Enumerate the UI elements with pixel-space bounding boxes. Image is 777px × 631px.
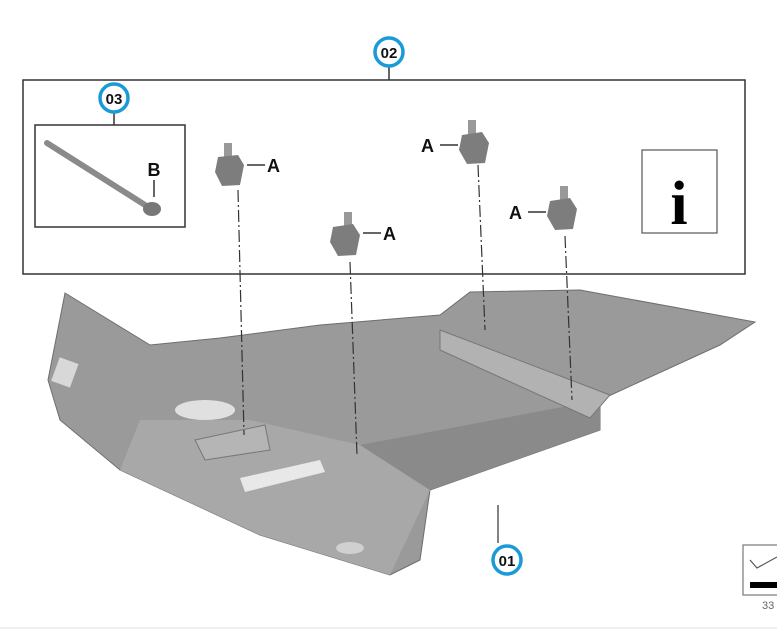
callout-03[interactable]: 03 [98,82,130,114]
svg-text:03: 03 [106,91,123,108]
nut-label-a: A [383,224,396,244]
page-number: 33 [762,600,774,612]
nut-4 [528,186,577,230]
bolt-drawing [44,140,161,216]
svg-text:i: i [670,170,687,238]
skid-plate [47,289,757,576]
nut-2 [330,212,381,256]
nut-1 [215,143,265,186]
callout-01[interactable]: 01 [491,544,523,576]
nut-label-a: A [421,136,434,156]
svg-text:02: 02 [381,45,398,62]
nut-label-a: A [509,203,522,223]
nut-3 [440,120,489,164]
assembly-lines [237,164,573,456]
bolt-box [34,124,186,228]
nut-label-a: A [267,156,280,176]
kit-box [22,79,746,275]
info-icon[interactable]: i [641,149,718,238]
bolt-label: B [148,160,161,180]
svg-text:01: 01 [499,553,516,570]
callout-02[interactable]: 02 [373,36,405,68]
diagram-thumbnail-icon[interactable] [742,544,777,596]
